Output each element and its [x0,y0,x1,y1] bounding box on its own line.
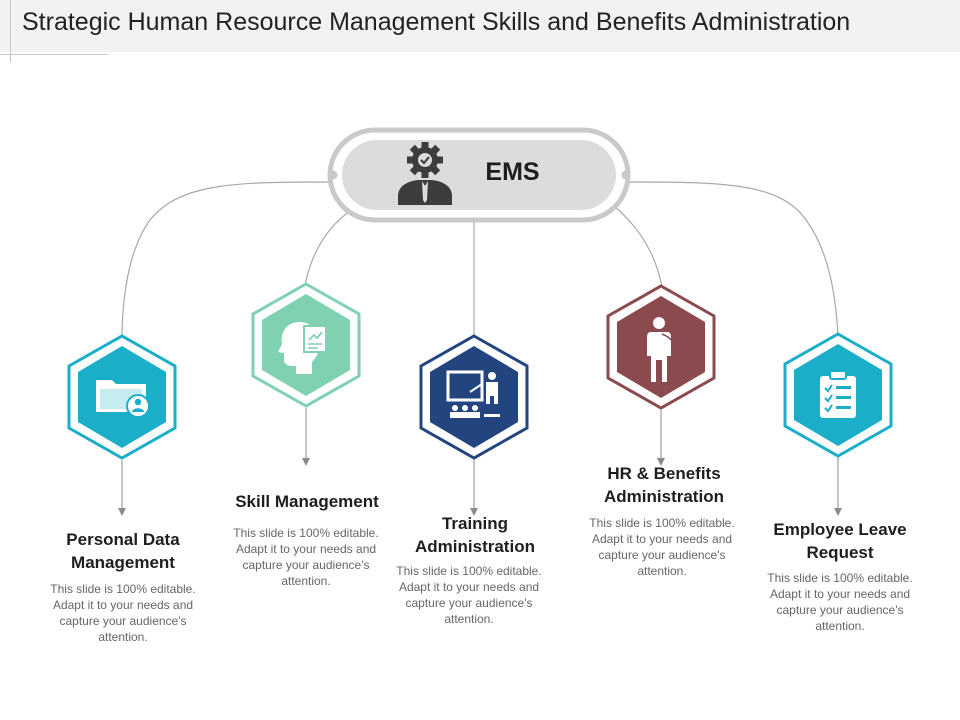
description-hr: This slide is 100% editable. Adapt it to… [589,516,735,578]
clipboard-checklist-icon [820,370,856,418]
title-divider-vertical [10,0,11,62]
connector-skill [304,205,359,286]
presentation-board-icon [446,370,500,418]
connector-hr [613,205,663,288]
page-title: Strategic Human Resource Management Skil… [22,8,851,36]
person-icon [647,317,675,382]
connector-leave [625,181,839,337]
down-arrows [118,408,842,516]
description-leave: This slide is 100% editable. Adapt it to… [767,571,913,633]
hexagon-training [419,334,529,460]
title-divider-horizontal [0,54,108,55]
description-personal-data: This slide is 100% editable. Adapt it to… [50,582,196,644]
folder-user-icon [96,380,150,418]
head-growth-icon [278,322,327,374]
title-bar [0,0,960,52]
connector-personal [121,181,334,341]
heading-personal-data: Personal Data Management [66,530,180,572]
heading-leave: Employee Leave Request [773,520,907,562]
description-training: This slide is 100% editable. Adapt it to… [396,564,542,626]
businessman-gear-icon [398,142,452,205]
heading-hr: HR & Benefits Administration [604,464,724,506]
description-skill: This slide is 100% editable. Adapt it to… [233,526,379,588]
ems-label: EMS [485,158,540,186]
heading-skill: Skill Management [235,492,379,511]
connector-lines [121,181,839,341]
heading-training: Training Administration [415,514,535,556]
